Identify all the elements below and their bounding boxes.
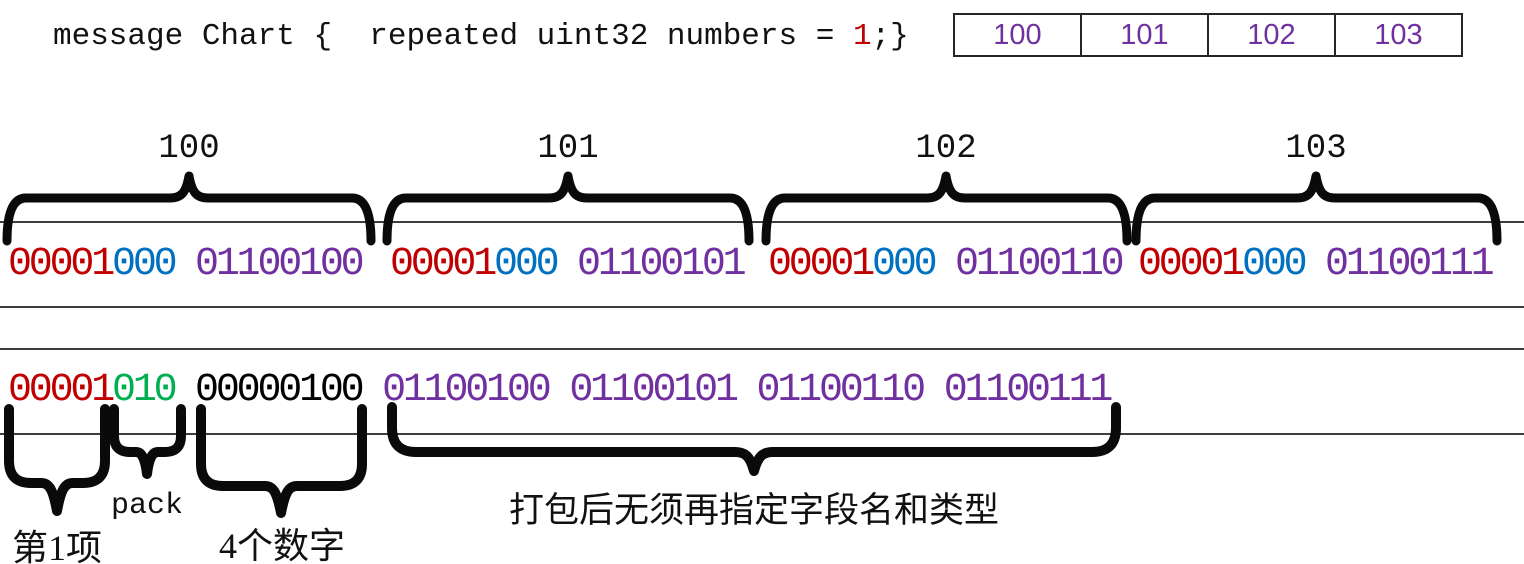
value-bits: 01100100 [195,242,365,287]
unpacked-bytes-101: 00001000 01100101 [390,242,747,287]
group-label-100: 100 [158,130,220,168]
field-tag-bits: 00001 [768,242,875,287]
length-bits: 00000100 [195,368,365,413]
first-item-label: 第1项 [11,528,103,564]
group-label-102: 102 [915,130,977,168]
packed-note-label: 打包后无须再指定字段名和类型 [508,491,1000,530]
four-numbers-label: 4个数字 [218,526,346,564]
unpacked-bytes-100: 00001000 01100100 [8,242,365,287]
rule-line-top [0,221,1524,223]
underbrace-pack [109,404,186,479]
rule-line-middle-lower [0,348,1524,350]
payload-bits: 01100100 01100101 01100110 01100111 [382,368,1113,413]
overbrace-group-103 [1131,171,1502,246]
value-bits: 01100110 [955,242,1125,287]
unpacked-bytes-102: 00001000 01100110 [768,242,1125,287]
underbrace-four-numbers [196,404,367,518]
wiretype-bits: 000 [112,242,178,287]
overbrace-group-101 [382,171,754,246]
field-tag-bits: 00001 [1138,242,1245,287]
rule-line-middle-upper [0,306,1524,308]
unpacked-bytes-103: 00001000 01100111 [1138,242,1495,287]
field-tag-bits: 00001 [390,242,497,287]
underbrace-packed-payload [387,402,1121,476]
values-table-cell: 103 [1334,15,1461,55]
proto-code-line: message Chart { repeated uint32 numbers … [53,19,909,55]
proto-field-number: 1 [852,19,872,54]
values-table-cell: 100 [993,18,1042,51]
value-bits: 01100101 [577,242,747,287]
field-tag-bits: 00001 [8,368,115,413]
wiretype-bits: 000 [494,242,560,287]
rule-line-bottom [0,433,1524,435]
wiretype-bits: 000 [1242,242,1308,287]
group-label-103: 103 [1285,130,1347,168]
values-table-cell: 101 [1080,15,1207,55]
wiretype-bits: 000 [872,242,938,287]
overbrace-group-100 [2,171,376,246]
proto-code-prefix: message Chart { repeated uint32 numbers … [53,19,853,54]
values-table-cell: 102 [1207,15,1334,55]
underbrace-first-item [4,404,110,516]
field-tag-bits: 00001 [8,242,115,287]
overbrace-group-102 [761,171,1132,246]
packed-bytes-row: 00001010 00000100 01100100 01100101 011001… [8,368,1113,413]
pack-label: pack [110,489,184,523]
wiretype-bits: 010 [112,368,178,413]
value-bits: 01100111 [1325,242,1495,287]
group-label-101: 101 [537,130,599,168]
values-table: 100 101 102 103 [953,13,1463,57]
proto-code-suffix: ;} [871,19,909,54]
